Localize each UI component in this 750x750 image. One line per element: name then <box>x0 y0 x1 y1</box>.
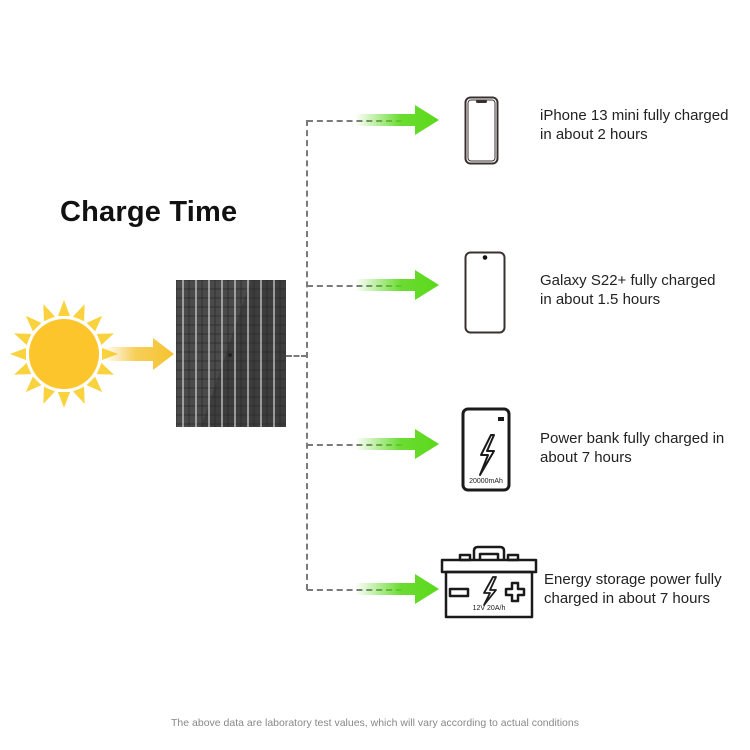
description-line-2: in about 1.5 hours <box>540 291 661 308</box>
description-line-2: about 7 hours <box>540 449 632 466</box>
device-description: Galaxy S22+ fully charged in about 1.5 h… <box>540 271 716 309</box>
device-description: iPhone 13 mini fully charged in about 2 … <box>540 106 728 144</box>
branch-connector-4 <box>307 589 402 591</box>
branch-connector-1 <box>307 120 402 122</box>
description-line-1: iPhone 13 mini fully charged <box>540 107 729 124</box>
description-line-1: Galaxy S22+ fully charged <box>540 272 716 289</box>
battery-spec-label: 12V 20A/h <box>472 605 506 612</box>
sun-icon <box>8 298 178 410</box>
iphone-icon <box>464 96 499 165</box>
description-line-1: Power bank fully charged in <box>540 430 725 447</box>
solar-panel-icon <box>176 280 286 427</box>
green-arrow-icon <box>355 105 439 135</box>
capacity-label: 20000mAh <box>469 478 503 485</box>
device-description: Power bank fully charged in about 7 hour… <box>540 429 724 467</box>
disclaimer-footer: The above data are laboratory test value… <box>171 717 579 729</box>
green-arrow-icon <box>355 574 439 604</box>
device-description: Energy storage power fully charged in ab… <box>544 570 722 608</box>
description-line-2: charged in about 7 hours <box>544 590 710 607</box>
branch-connector-3 <box>307 444 402 446</box>
battery-icon: 12V 20A/h <box>440 545 538 619</box>
green-arrow-icon <box>355 270 439 300</box>
panel-connector <box>286 355 307 357</box>
branch-connector-2 <box>307 285 402 287</box>
trunk-connector <box>306 120 308 590</box>
galaxy-phone-icon <box>464 251 506 334</box>
power-bank-icon: 20000mAh <box>461 407 511 492</box>
page-title: Charge Time <box>60 196 238 228</box>
green-arrow-icon <box>355 429 439 459</box>
description-line-2: in about 2 hours <box>540 126 648 143</box>
description-line-1: Energy storage power fully <box>544 571 722 588</box>
